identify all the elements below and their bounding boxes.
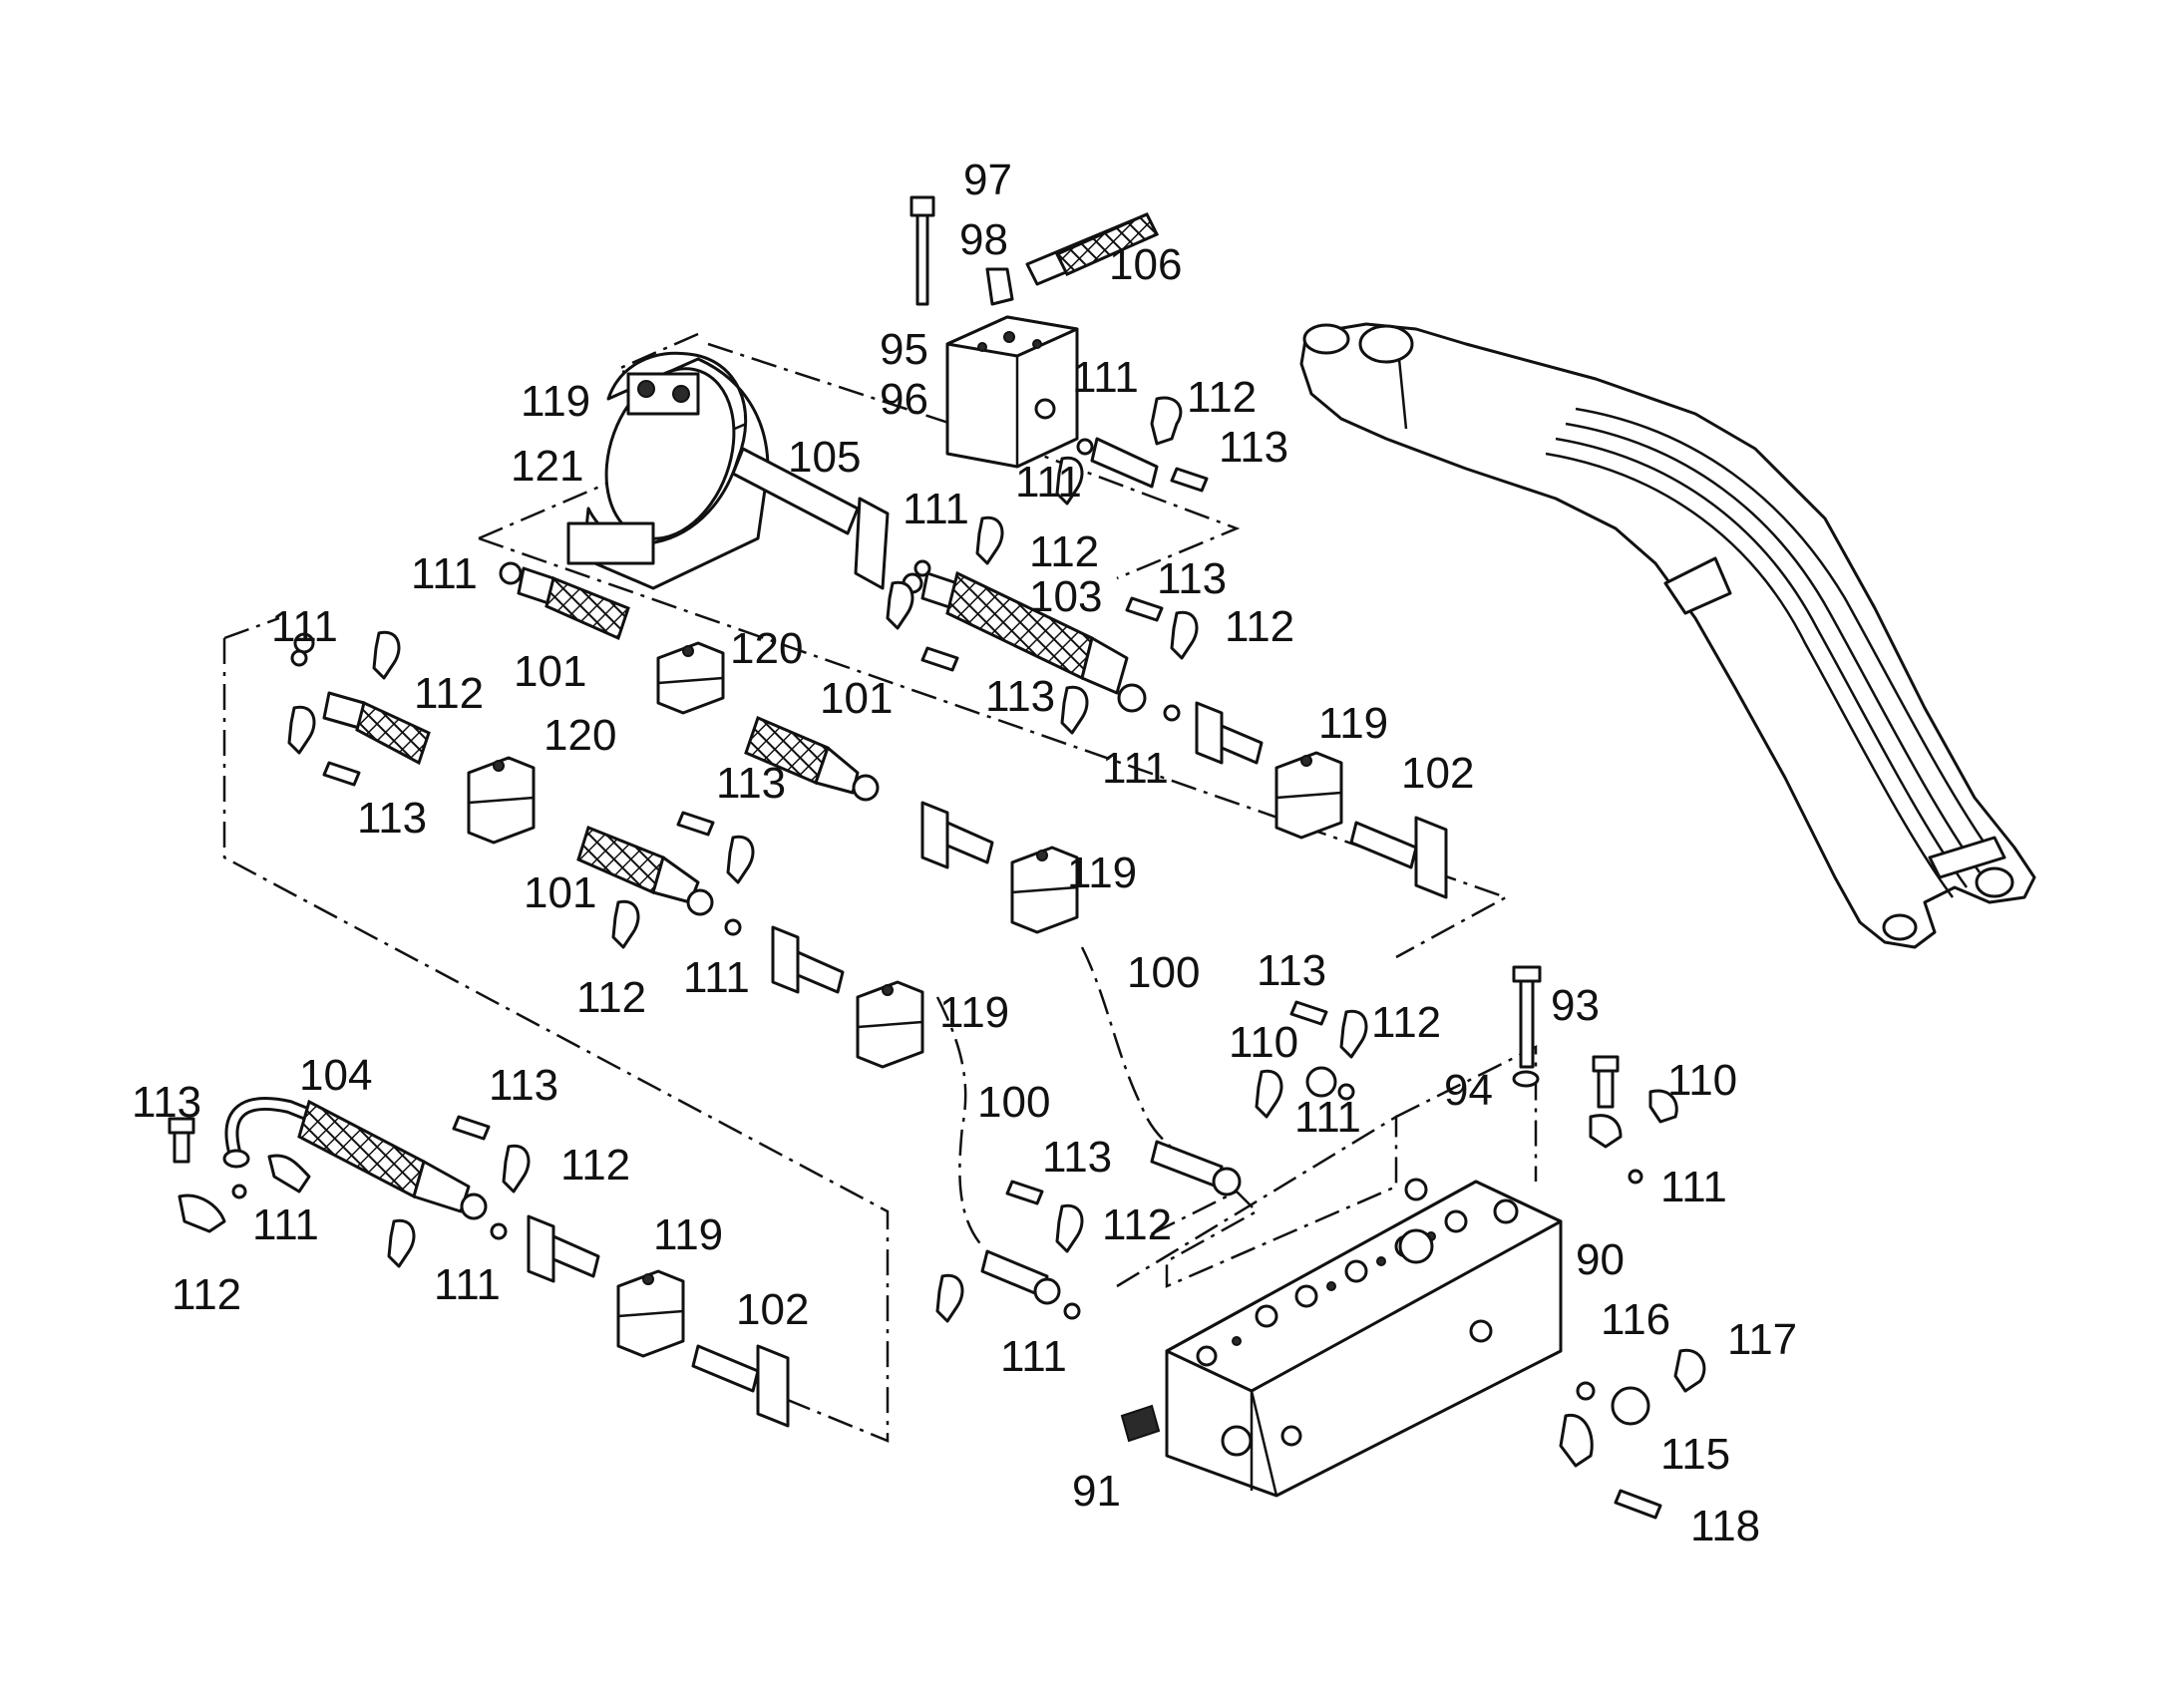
clamp-121	[566, 351, 770, 590]
callout-102: 102	[1401, 749, 1474, 798]
hose-101-a	[499, 561, 630, 641]
callout-111: 111	[1102, 744, 1169, 793]
screws	[168, 467, 1662, 1520]
callout-110: 110	[1229, 1018, 1298, 1067]
clamp-119-center	[1010, 846, 1079, 934]
callout-112: 112	[414, 669, 484, 718]
callout-111: 111	[1000, 1332, 1067, 1381]
callout-112: 112	[1102, 1200, 1172, 1249]
callout-111: 111	[411, 549, 478, 598]
callout-119: 119	[939, 988, 1009, 1037]
clamp-119-right	[1274, 751, 1343, 840]
callout-93: 93	[1551, 981, 1600, 1030]
callout-117: 117	[1727, 1315, 1797, 1364]
callout-120: 120	[730, 624, 803, 673]
callout-97: 97	[963, 156, 1012, 204]
callout-111: 111	[252, 1200, 319, 1249]
callout-103: 103	[1029, 572, 1102, 621]
callout-112: 112	[172, 1270, 241, 1319]
clamp-119-bottom	[616, 1269, 685, 1358]
callout-105: 105	[788, 433, 861, 482]
hose-101-c	[576, 826, 714, 916]
callout-106: 106	[1109, 240, 1182, 289]
clamp-120-top	[656, 641, 725, 715]
callout-91: 91	[1072, 1467, 1121, 1516]
hose-101-b	[744, 715, 880, 802]
pipe-105	[731, 447, 890, 590]
callout-116: 116	[1601, 1295, 1670, 1344]
clips	[178, 396, 1706, 1468]
callout-111: 111	[903, 485, 969, 533]
callout-96: 96	[880, 375, 928, 424]
callout-112: 112	[1225, 602, 1294, 651]
valve-block-90	[1120, 1178, 1563, 1498]
callout-113: 113	[357, 794, 427, 843]
boom-arm	[1299, 322, 2036, 949]
clamp-120-mid	[467, 756, 536, 845]
callout-113: 113	[489, 1061, 558, 1110]
callout-98: 98	[959, 215, 1008, 264]
callout-100: 100	[1127, 948, 1200, 997]
callout-101: 101	[820, 674, 893, 723]
valve-block-95	[909, 195, 1160, 469]
callout-112: 112	[1187, 373, 1257, 422]
callout-113: 113	[1157, 554, 1227, 603]
hose-103	[902, 570, 1147, 713]
callout-120: 120	[544, 711, 616, 760]
callout-112: 112	[576, 973, 646, 1022]
callout-113: 113	[132, 1078, 201, 1127]
callout-111: 111	[434, 1260, 501, 1309]
callout-111: 111	[1294, 1093, 1361, 1142]
callout-112: 112	[1029, 527, 1099, 576]
callout-119: 119	[1318, 699, 1388, 748]
callout-115: 115	[1660, 1430, 1730, 1479]
callout-111: 111	[1072, 353, 1139, 402]
callout-118: 118	[1690, 1502, 1760, 1550]
callout-113: 113	[1042, 1133, 1112, 1182]
callout-101: 101	[524, 868, 596, 917]
callout-111: 111	[1015, 458, 1082, 507]
fittings	[527, 437, 1448, 1428]
callout-113: 113	[716, 759, 786, 808]
callout-113: 113	[1257, 946, 1326, 995]
callout-100: 100	[977, 1078, 1050, 1127]
callout-112: 112	[1371, 998, 1441, 1047]
callout-112: 112	[560, 1141, 630, 1190]
callout-119: 119	[653, 1210, 723, 1259]
callout-101: 101	[514, 647, 586, 696]
callout-113: 113	[985, 672, 1055, 721]
callout-119: 119	[1067, 849, 1137, 897]
callout-111: 111	[271, 602, 338, 651]
callout-104: 104	[299, 1051, 372, 1100]
callout-110: 110	[1667, 1056, 1737, 1105]
callout-94: 94	[1444, 1066, 1493, 1115]
callouts: 97 98 106 95 96 119 121 105 111 112 113 …	[132, 156, 1797, 1550]
callout-95: 95	[880, 325, 928, 374]
callout-111: 111	[683, 953, 750, 1002]
o-rings	[231, 438, 1650, 1426]
callout-121: 121	[511, 442, 583, 491]
callout-102: 102	[736, 1285, 809, 1334]
hose-left-top	[293, 632, 431, 766]
callout-119: 119	[521, 377, 590, 426]
callout-111: 111	[1660, 1163, 1727, 1211]
clamp-blocks	[467, 641, 1343, 1358]
callout-113: 113	[1219, 423, 1288, 472]
clamp-119-lower	[856, 980, 924, 1069]
callout-90: 90	[1576, 1235, 1625, 1284]
pipe-104	[222, 1097, 488, 1220]
